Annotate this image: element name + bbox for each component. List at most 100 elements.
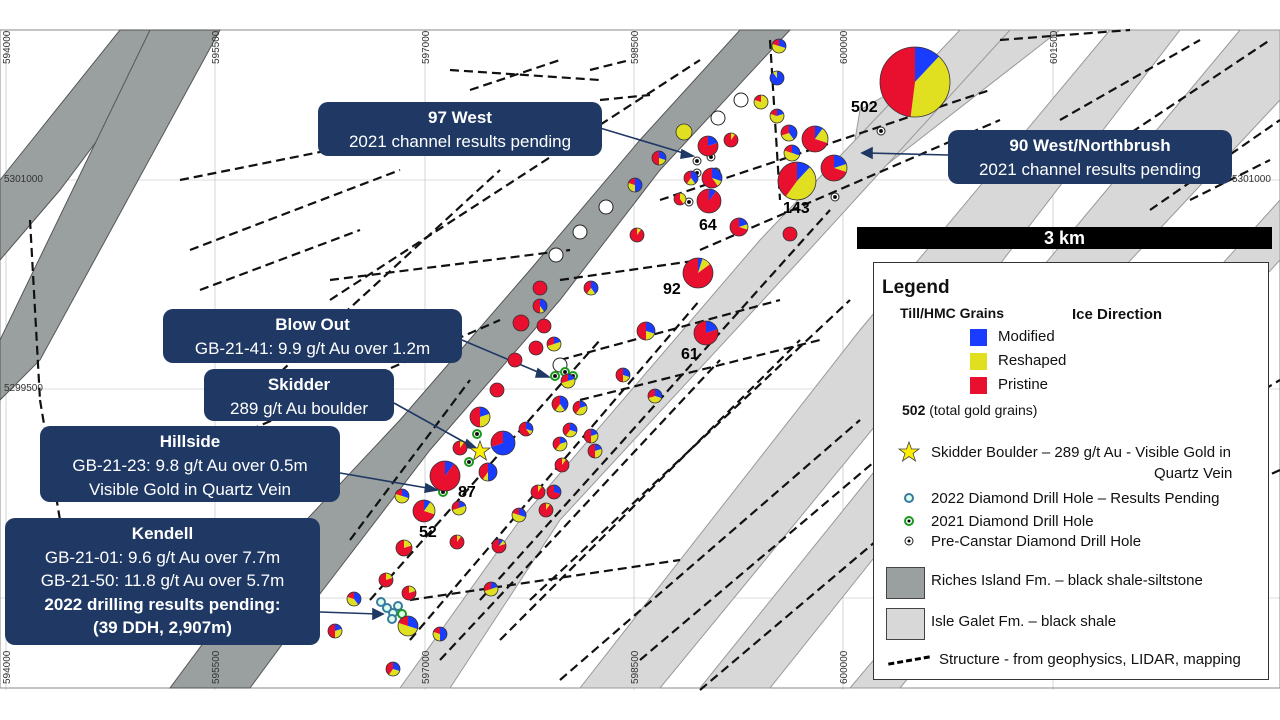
grain-pie xyxy=(693,320,719,346)
grain-pie xyxy=(490,430,516,456)
pie-outline xyxy=(683,170,699,186)
pie-slice xyxy=(482,472,488,481)
pie-outline xyxy=(780,124,798,142)
grain-pie xyxy=(478,462,498,482)
callout-title: 97 West xyxy=(428,108,492,127)
grain-pie xyxy=(429,460,461,492)
pie-slice xyxy=(499,539,504,546)
legend-skidder-line2: Quartz Vein xyxy=(1154,465,1233,482)
pie-outline xyxy=(397,615,419,637)
pie-outline xyxy=(583,280,599,296)
pie-slice xyxy=(698,258,703,273)
pie-outline xyxy=(546,336,562,352)
callout-arrows xyxy=(319,127,949,621)
pie-slice xyxy=(508,353,522,367)
pie-slice xyxy=(712,168,722,182)
pie-outline xyxy=(820,154,848,182)
pie-slice xyxy=(560,396,568,411)
pie-slice xyxy=(424,500,431,511)
grain-pie xyxy=(394,488,410,504)
pie-slice xyxy=(537,319,551,333)
pie-slice xyxy=(450,535,465,549)
pie-outline xyxy=(429,460,461,492)
pie-slice xyxy=(708,136,718,146)
pie-slice xyxy=(575,405,588,415)
pie-slice xyxy=(674,193,684,205)
pie-outline xyxy=(551,395,569,413)
grain-pie xyxy=(560,373,576,389)
callout-text: 2021 channel results pending xyxy=(978,160,1202,179)
pie-slice xyxy=(781,133,794,141)
pie-slice xyxy=(635,178,642,192)
pie-slice xyxy=(513,315,529,331)
pie-outline xyxy=(489,382,505,398)
star-icon xyxy=(897,440,921,463)
pie-slice xyxy=(684,171,691,184)
pie-outline xyxy=(701,167,723,189)
legend-ddh-2022: 2022 Diamond Drill Hole – Results Pendin… xyxy=(931,490,1220,507)
pie-slice xyxy=(395,489,402,496)
grain-pie xyxy=(562,422,578,438)
pie-slice xyxy=(646,331,655,340)
pie-slice xyxy=(783,227,797,241)
pie-slice xyxy=(568,374,575,381)
pie-slice xyxy=(547,341,561,352)
pie-outline xyxy=(491,538,507,554)
pie-slice xyxy=(792,145,800,156)
grain-pie xyxy=(546,484,562,500)
grain-pie xyxy=(777,161,817,201)
pie-slice xyxy=(676,124,692,140)
grain-pie xyxy=(572,400,588,416)
pie-slice xyxy=(702,168,718,189)
grain-pie xyxy=(397,615,419,637)
grain-pie xyxy=(701,167,723,189)
legend-total-number: 502 xyxy=(902,402,926,418)
pie-slice xyxy=(470,407,480,427)
pie-slice xyxy=(547,485,561,500)
grain-pie xyxy=(378,572,394,588)
pie-slice xyxy=(560,437,567,444)
callout-kendell: Kendell GB-21-01: 9.6 g/t Au over 7.7m G… xyxy=(5,518,320,645)
legend-swatch-modified xyxy=(970,329,987,346)
pie-slice xyxy=(648,389,655,399)
grain-pie xyxy=(583,428,599,444)
pie-slice xyxy=(739,218,748,227)
grain-pie xyxy=(647,388,663,404)
pie-slice xyxy=(834,163,847,173)
pie-slice xyxy=(580,401,587,408)
grain-pie xyxy=(629,227,645,243)
pie-outline xyxy=(723,132,739,148)
pie-slice xyxy=(492,539,507,553)
legend-skidder-line1: Skidder Boulder – 289 g/t Au - Visible G… xyxy=(931,444,1231,461)
pie-slice xyxy=(781,125,789,136)
pie-outline xyxy=(572,400,588,416)
pie-outline xyxy=(536,318,552,334)
pie-outline xyxy=(451,500,467,516)
callout-text: (39 DDH, 2,907m) xyxy=(93,618,232,637)
gold-grain-pies xyxy=(327,38,951,677)
callout-97-west: 97 West 2021 channel results pending xyxy=(318,102,602,156)
pie-slice xyxy=(772,39,779,46)
pie-slice xyxy=(623,375,630,382)
pie-slice xyxy=(555,441,568,452)
grain-pie xyxy=(551,395,569,413)
scale-bar: 3 km xyxy=(857,227,1272,249)
pie-slice xyxy=(335,628,343,638)
pie-slice xyxy=(388,669,400,677)
pie-slice xyxy=(484,586,498,596)
callout-text: 289 g/t Au boulder xyxy=(229,399,368,418)
pie-slice xyxy=(698,258,711,273)
pie-slice xyxy=(880,47,915,117)
pie-slice xyxy=(821,155,847,181)
pie-slice xyxy=(834,155,847,168)
grain-pie xyxy=(401,585,417,601)
pie-slice xyxy=(777,109,784,116)
pie-outline xyxy=(449,534,465,550)
pie-slice xyxy=(424,502,435,515)
pie-outline xyxy=(783,144,801,162)
grain-pie xyxy=(675,123,693,141)
pie-slice xyxy=(526,422,533,432)
pie-outline xyxy=(696,188,722,214)
x-tick-label: 600000 xyxy=(839,30,850,64)
pie-slice xyxy=(659,151,667,161)
